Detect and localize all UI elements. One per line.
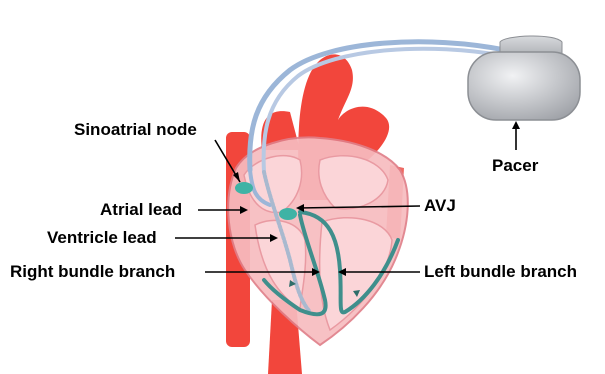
label-right-bundle-branch: Right bundle branch bbox=[10, 262, 175, 282]
av-junction-node bbox=[279, 208, 297, 220]
label-atrial-lead: Atrial lead bbox=[100, 200, 182, 220]
label-left-bundle-branch: Left bundle branch bbox=[424, 262, 577, 282]
label-sinoatrial-node: Sinoatrial node bbox=[74, 120, 197, 140]
label-ventricle-lead: Ventricle lead bbox=[47, 228, 157, 248]
label-avj: AVJ bbox=[424, 196, 456, 216]
pacer-body bbox=[468, 52, 580, 120]
label-pacer: Pacer bbox=[492, 156, 538, 176]
sinoatrial-node bbox=[235, 182, 253, 194]
